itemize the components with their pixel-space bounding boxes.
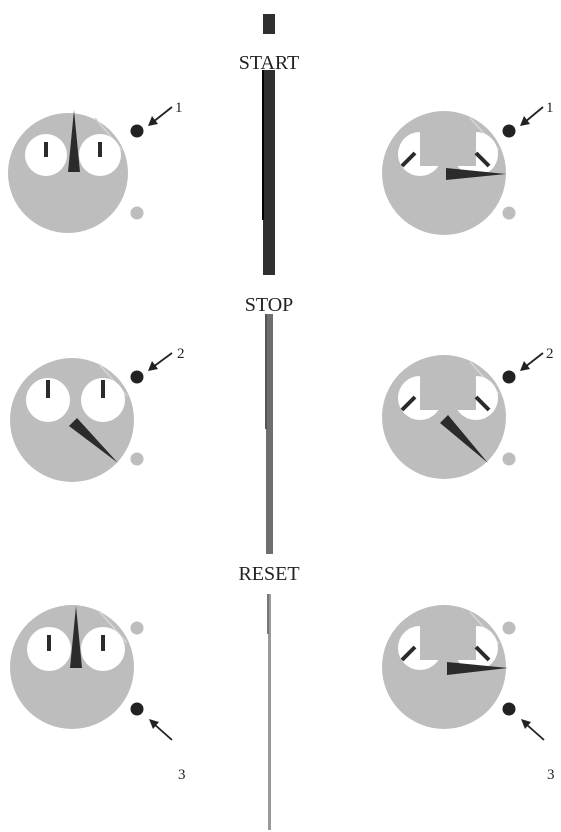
- callout-arrowhead: [520, 361, 530, 371]
- reset-button: [131, 453, 144, 466]
- subdial-cutout: [420, 370, 476, 410]
- callout-arrowhead: [520, 116, 530, 126]
- callout-arrowhead: [148, 116, 158, 126]
- timeline-segment-running-shadow: [262, 70, 264, 220]
- callout-number: 1: [175, 100, 183, 116]
- timeline-segment-reset-shadow: [267, 594, 269, 634]
- subdial-right-hand: [101, 635, 105, 651]
- callout-number: 3: [178, 767, 186, 783]
- reset-button: [503, 207, 516, 220]
- timeline: [262, 14, 275, 830]
- stopwatch-left-row1: [8, 110, 144, 233]
- timeline-top-block: [263, 14, 275, 34]
- callout-number: 2: [177, 346, 185, 362]
- callout-arrow: [526, 724, 544, 740]
- subdial-right-hand: [101, 380, 105, 398]
- subdial-cutout: [420, 620, 476, 660]
- stopwatch-left-row3: [10, 605, 144, 729]
- reset-button: [131, 207, 144, 220]
- callout-1-left: 1: [148, 100, 183, 126]
- subdial-right-hand: [98, 142, 102, 157]
- subdial-left-hand: [47, 635, 51, 651]
- start-stop-button: [131, 125, 144, 138]
- callout-3-left: 3: [149, 719, 186, 783]
- stopwatch-left-row2: [10, 358, 144, 482]
- timeline-segment-stopped-shadow: [265, 314, 267, 429]
- timeline-segment-running: [263, 70, 275, 275]
- stopwatch-right-row2: [382, 355, 516, 479]
- callout-arrowhead: [148, 361, 158, 371]
- callout-arrow: [153, 107, 172, 122]
- label-reset: RESET: [238, 563, 299, 585]
- timeline-segment-stopped: [266, 314, 273, 554]
- callout-number: 1: [546, 100, 554, 116]
- start-stop-button: [503, 622, 516, 635]
- callout-arrow: [525, 107, 543, 122]
- start-stop-button: [131, 371, 144, 384]
- reset-button: [503, 703, 516, 716]
- callout-number: 2: [546, 346, 554, 362]
- reset-button: [503, 453, 516, 466]
- callout-2-right: 2: [520, 346, 554, 371]
- stopwatch-right-row1: [382, 111, 516, 235]
- callout-2-left: 2: [148, 346, 185, 371]
- subdial-cutout: [420, 126, 476, 166]
- start-stop-button: [503, 125, 516, 138]
- subdial-left-hand: [44, 142, 48, 157]
- dial: [10, 358, 134, 482]
- callout-3-right: 3: [521, 719, 555, 783]
- callout-arrow: [154, 724, 172, 740]
- callout-arrow: [153, 353, 172, 367]
- callout-arrow: [525, 353, 543, 367]
- callout-number: 3: [547, 767, 555, 783]
- subdial-left-hand: [46, 380, 50, 398]
- callout-1-right: 1: [520, 100, 554, 126]
- start-stop-button: [131, 622, 144, 635]
- reset-button: [131, 703, 144, 716]
- label-start: START: [239, 52, 300, 74]
- stopwatch-right-row3: [382, 605, 516, 729]
- label-stop: STOP: [245, 294, 294, 316]
- start-stop-button: [503, 371, 516, 384]
